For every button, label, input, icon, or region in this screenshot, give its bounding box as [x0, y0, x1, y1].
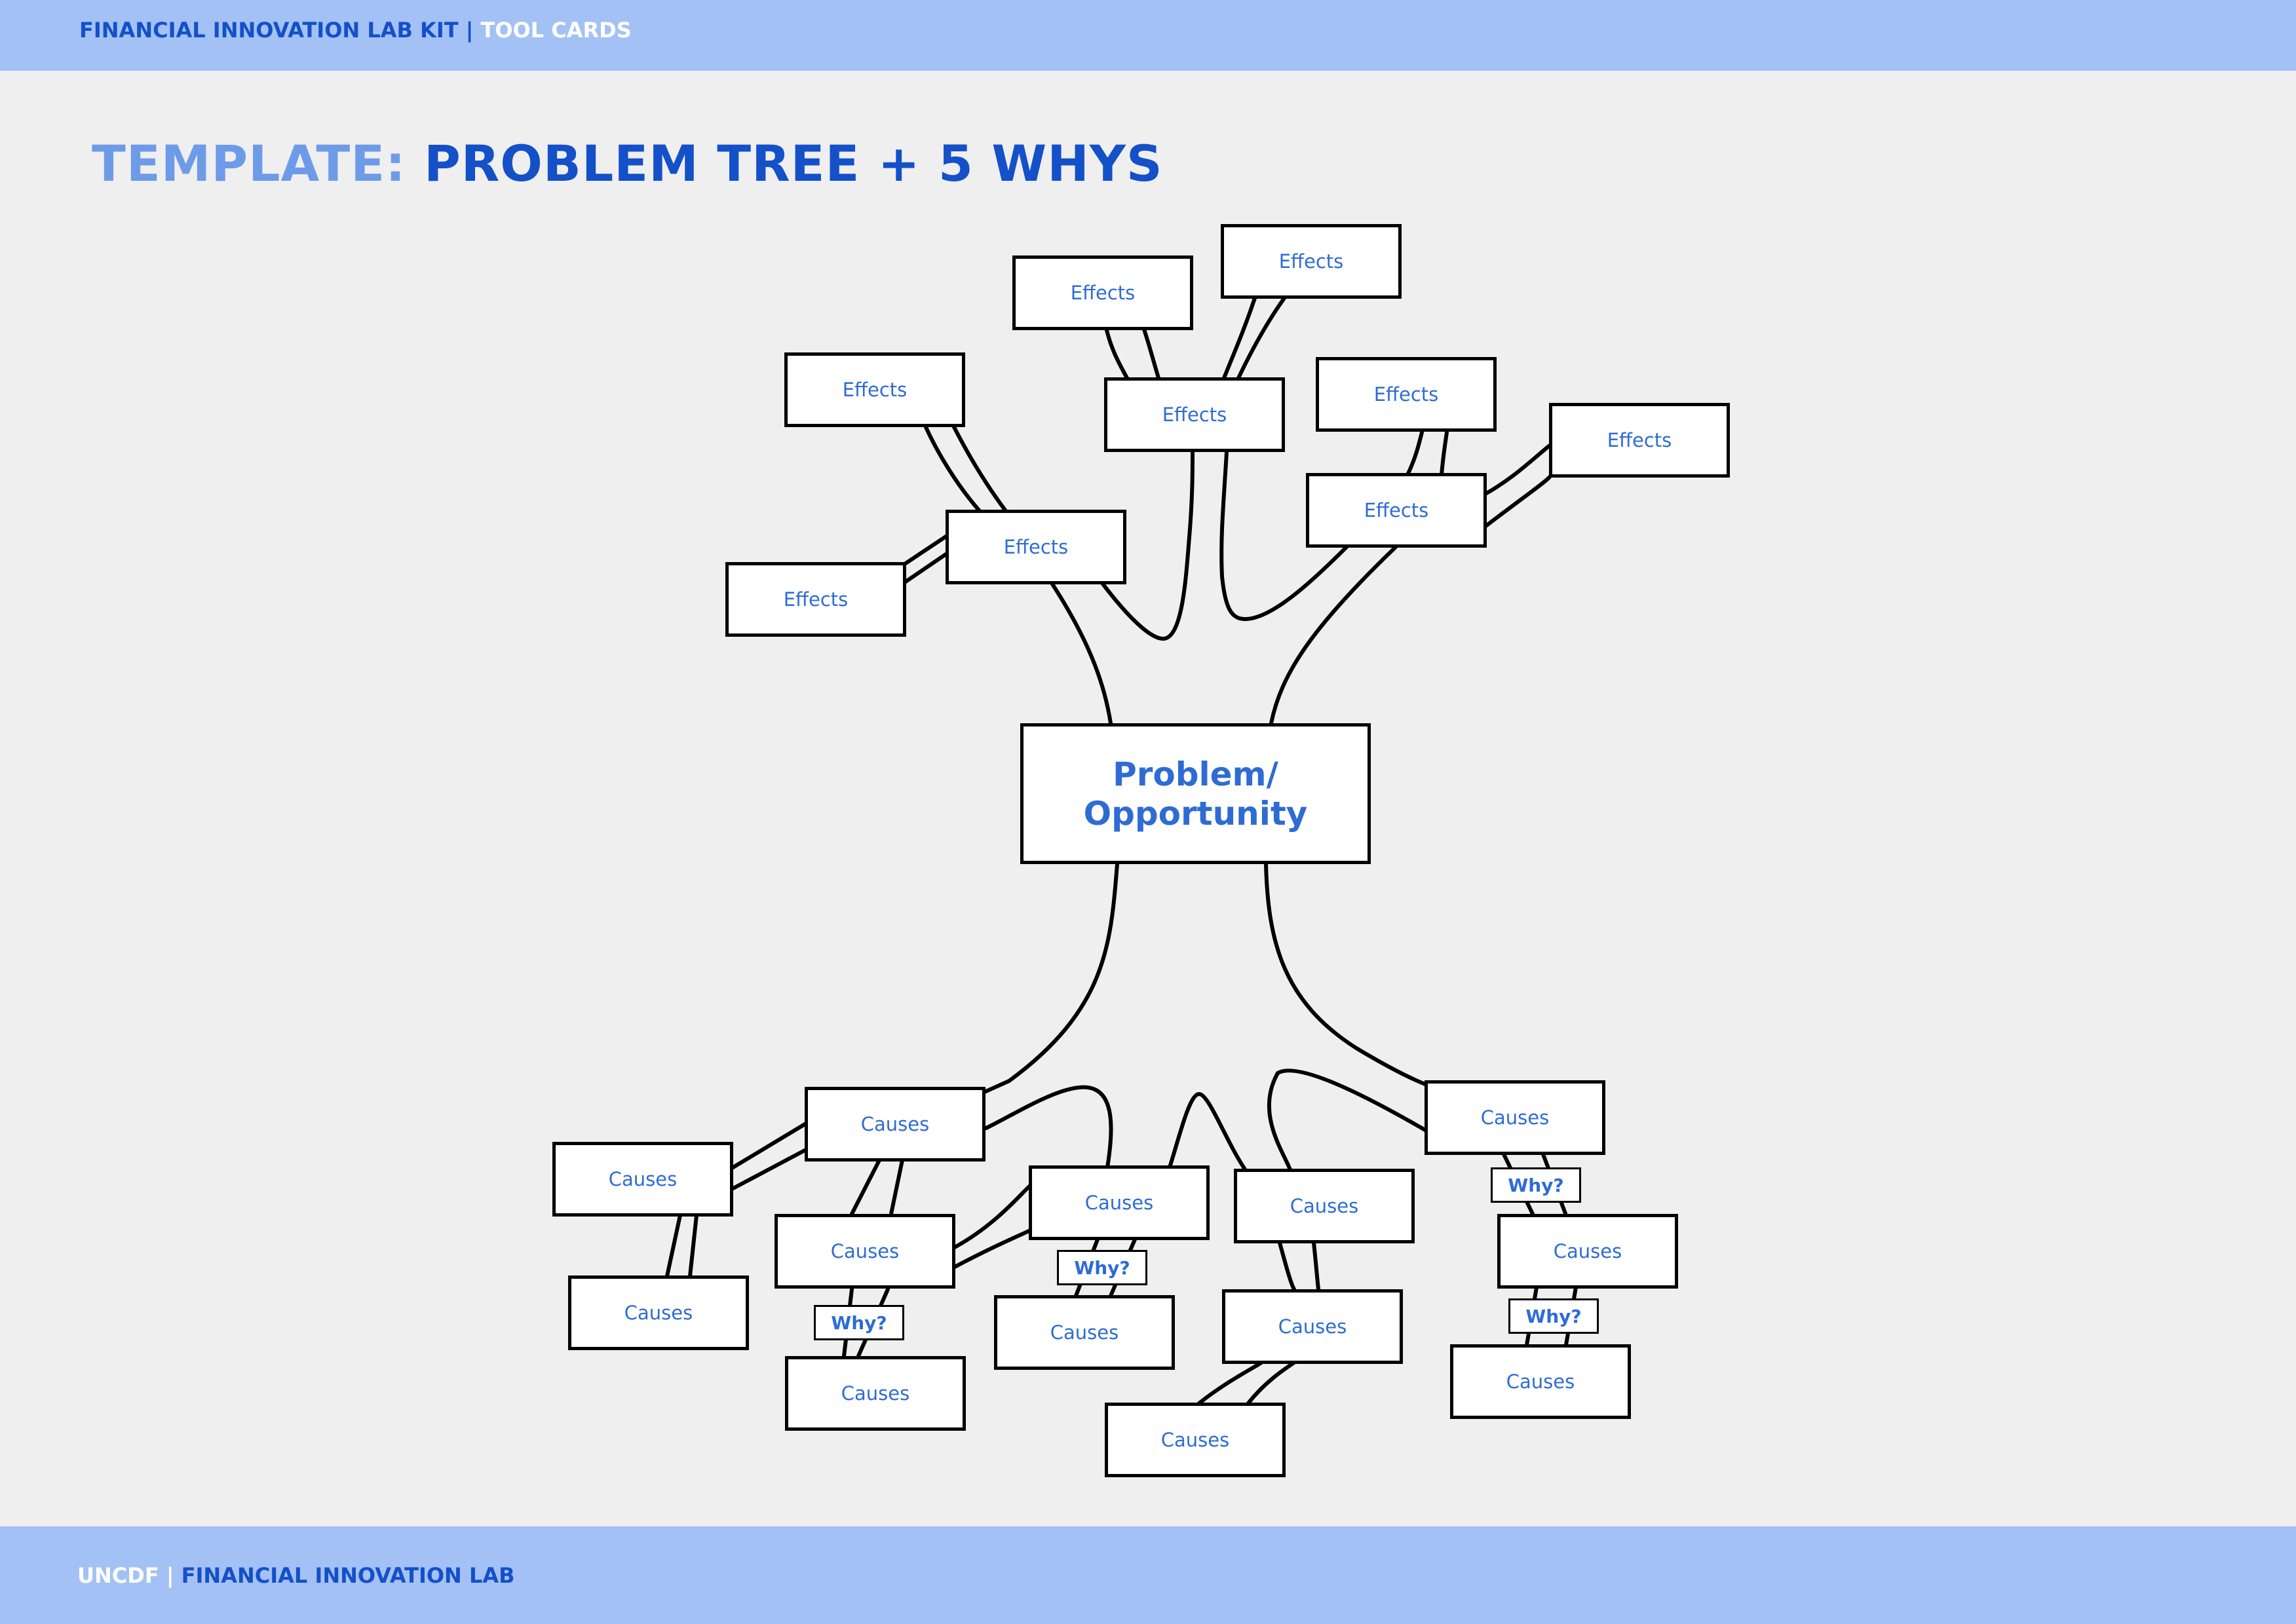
footer-lab: FINANCIAL INNOVATION LAB [181, 1563, 515, 1588]
branch-line [730, 1148, 808, 1191]
branch-line [981, 862, 1119, 1095]
branch-line [688, 1213, 698, 1278]
branch-line [1312, 1241, 1320, 1291]
effects-box[interactable]: Effects [1549, 403, 1730, 478]
bottom-bar: UNCDF | FINANCIAL INNOVATION LAB [0, 1526, 2296, 1624]
effects-box[interactable]: Effects [1104, 377, 1285, 452]
causes-box[interactable]: Causes [1222, 1289, 1403, 1364]
branch-line [1104, 326, 1129, 380]
causes-box[interactable]: Causes [805, 1087, 985, 1161]
problem-opportunity-box[interactable]: Problem/ Opportunity [1020, 723, 1371, 864]
effects-box[interactable]: Effects [784, 352, 965, 427]
branch-line [1197, 1361, 1263, 1405]
branch-line [904, 534, 949, 565]
branch-line [1440, 430, 1449, 477]
branch-line [1100, 450, 1195, 641]
branch-line [951, 1184, 1032, 1250]
top-bar: FINANCIAL INNOVATION LAB KIT | TOOL CARD… [0, 0, 2296, 71]
branch-line [1406, 430, 1424, 477]
core-line-1: Problem/ [1113, 755, 1278, 793]
causes-box[interactable]: Causes [775, 1214, 955, 1289]
branch-line [951, 424, 1008, 513]
footer-separator: | [166, 1563, 174, 1588]
why-label[interactable]: Why? [1508, 1298, 1599, 1334]
header-section-label: TOOL CARDS [480, 18, 632, 43]
page-title: TEMPLATE: PROBLEM TREE + 5 WHYS [92, 134, 1163, 193]
causes-box[interactable]: Causes [1105, 1403, 1286, 1477]
effects-box[interactable]: Effects [1306, 473, 1487, 548]
branch-line [951, 1228, 1032, 1270]
branch-line [1219, 450, 1349, 622]
branch-line [1264, 862, 1427, 1086]
causes-box[interactable]: Causes [1234, 1169, 1415, 1243]
causes-box[interactable]: Causes [552, 1142, 733, 1217]
effects-box[interactable]: Effects [946, 510, 1126, 584]
branch-line [1141, 326, 1160, 380]
header-breadcrumb: FINANCIAL INNOVATION LAB KIT | TOOL CARD… [79, 18, 632, 43]
effects-box[interactable]: Effects [1221, 224, 1402, 299]
branch-line [1269, 545, 1398, 725]
causes-box[interactable]: Causes [994, 1295, 1175, 1370]
causes-box[interactable]: Causes [1029, 1165, 1210, 1240]
effects-box[interactable]: Effects [725, 562, 906, 637]
title-main: PROBLEM TREE + 5 WHYS [424, 134, 1163, 193]
header-separator: | [465, 18, 474, 43]
causes-box[interactable]: Causes [1497, 1214, 1678, 1289]
branch-line [1246, 1361, 1296, 1405]
branch-line [1482, 475, 1552, 529]
branch-line [665, 1213, 682, 1278]
branch-line [850, 1158, 881, 1216]
branch-line [1267, 1068, 1427, 1173]
branch-line [904, 552, 949, 584]
branch-line [1482, 444, 1552, 497]
branch-line [984, 1085, 1113, 1169]
effects-box[interactable]: Effects [1012, 255, 1193, 330]
branch-line [1222, 296, 1257, 380]
branch-line [889, 1158, 904, 1216]
branch-line [923, 424, 982, 513]
why-label[interactable]: Why? [814, 1305, 904, 1340]
footer-org: UNCDF [77, 1563, 159, 1588]
branch-line [730, 1122, 808, 1170]
why-label[interactable]: Why? [1057, 1250, 1147, 1285]
branch-line [1236, 296, 1286, 380]
header-kit-label: FINANCIAL INNOVATION LAB KIT [79, 18, 459, 43]
title-prefix: TEMPLATE: [92, 134, 406, 193]
branch-line [1278, 1241, 1296, 1291]
causes-box[interactable]: Causes [1450, 1344, 1631, 1419]
causes-box[interactable]: Causes [785, 1356, 966, 1431]
core-line-2: Opportunity [1083, 794, 1308, 833]
branch-line [1050, 581, 1113, 725]
causes-box[interactable]: Causes [1425, 1080, 1605, 1155]
causes-box[interactable]: Causes [568, 1275, 749, 1350]
footer-credit: UNCDF | FINANCIAL INNOVATION LAB [77, 1563, 515, 1588]
branch-line [1168, 1091, 1247, 1171]
effects-box[interactable]: Effects [1316, 357, 1497, 432]
why-label[interactable]: Why? [1491, 1167, 1581, 1203]
